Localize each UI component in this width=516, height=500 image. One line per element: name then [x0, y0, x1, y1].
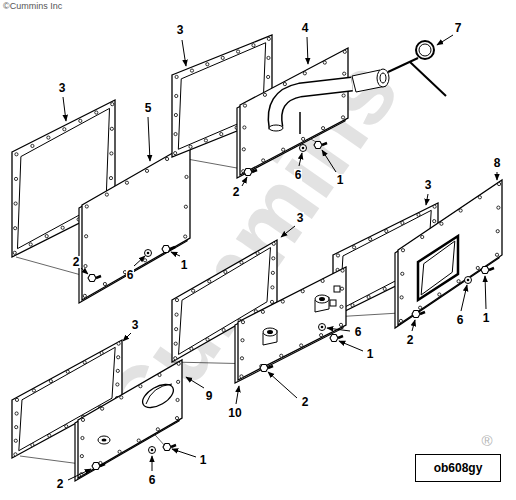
washer — [321, 326, 324, 329]
cover-plate — [79, 143, 190, 303]
callout-number: 3 — [424, 179, 433, 191]
bolt — [163, 444, 171, 451]
callout-number: 6 — [456, 314, 465, 326]
bolt — [170, 247, 175, 249]
washer — [319, 324, 326, 331]
leader-arrow — [134, 256, 145, 266]
bolt — [489, 268, 494, 270]
callout-number: 1 — [180, 259, 189, 271]
bolt — [252, 170, 257, 172]
leader-arrow — [63, 97, 66, 121]
callout-number: 2 — [56, 478, 65, 490]
callout-number: 6 — [126, 269, 135, 281]
bolt — [92, 463, 100, 470]
leader-arrow — [171, 252, 180, 256]
gasket — [12, 340, 122, 458]
bolt — [100, 464, 105, 466]
fitting — [98, 286, 340, 444]
leader-arrow — [322, 150, 336, 172]
leader-arrow — [236, 386, 239, 404]
callout-number: 1 — [336, 174, 345, 186]
callout-number: 6 — [294, 169, 303, 181]
bolt — [338, 336, 343, 338]
cover-plate — [237, 48, 348, 178]
bolt — [88, 275, 96, 282]
leader-arrow — [485, 276, 486, 309]
bolt — [420, 312, 425, 314]
leader-arrow — [281, 226, 295, 237]
callout-number: 2 — [72, 256, 81, 268]
callout-number: 3 — [176, 24, 185, 36]
washer — [147, 252, 150, 255]
registered-mark: ® — [480, 433, 493, 448]
leader-arrow — [81, 268, 88, 274]
bolt — [244, 169, 252, 176]
callout-number: 1 — [199, 454, 208, 466]
fill-pipe — [269, 41, 446, 134]
leader-arrow — [186, 377, 204, 388]
leader-arrow — [182, 40, 186, 66]
bolt — [330, 335, 338, 342]
leader-arrow — [152, 456, 153, 471]
washer — [300, 145, 307, 152]
plate-opening — [418, 236, 458, 300]
figure-id-box: ob608gy — [415, 454, 501, 482]
leader-arrow — [412, 320, 415, 331]
callout-number: 5 — [144, 102, 153, 114]
callout-number: 3 — [58, 82, 67, 94]
figure-id: ob608gy — [434, 461, 483, 475]
cover-plate — [235, 267, 346, 383]
washer — [302, 147, 305, 150]
washer — [151, 449, 154, 452]
leader-arrow — [307, 37, 308, 64]
callout-number: 2 — [301, 396, 310, 408]
leader-arrow — [172, 449, 196, 457]
leader-arrow — [339, 341, 363, 351]
leader-arrow — [148, 117, 150, 161]
callout-number: 6 — [148, 474, 157, 486]
callout-number: 10 — [227, 407, 242, 419]
bolt — [171, 445, 176, 447]
bolt — [162, 246, 170, 253]
washer — [145, 250, 152, 257]
bolt — [268, 366, 273, 368]
callout-number: 7 — [454, 22, 463, 34]
callout-number: 1 — [482, 312, 491, 324]
cover-plate — [395, 180, 502, 328]
leader-arrow — [327, 328, 350, 331]
bolt — [322, 143, 327, 145]
bolt — [96, 276, 101, 278]
callout-number: 2 — [406, 334, 415, 346]
cover-plate — [75, 360, 182, 481]
leader-arrow — [461, 285, 467, 311]
callout-number: 6 — [354, 326, 363, 338]
callout-number: 9 — [205, 390, 214, 402]
leader-arrow — [123, 333, 131, 341]
leader-arrow — [268, 372, 297, 398]
leader-arrow — [497, 172, 498, 180]
leader-arrow — [242, 177, 247, 186]
copyright-note: ©Cummins Inc — [3, 2, 62, 11]
washer — [467, 279, 470, 282]
callout-number: 4 — [301, 22, 310, 34]
callout-number: 2 — [232, 186, 241, 198]
bolt — [412, 311, 420, 318]
bolt — [314, 142, 322, 149]
washer — [465, 277, 472, 284]
callout-number: 3 — [296, 212, 305, 224]
bolt — [260, 365, 268, 372]
callout-number: 1 — [366, 348, 375, 360]
callout-number: 8 — [493, 157, 502, 169]
washer — [149, 447, 156, 454]
leader-arrow — [426, 194, 428, 205]
bolt — [481, 267, 489, 274]
leader-arrow — [68, 469, 91, 480]
callout-number: 3 — [131, 319, 140, 331]
plate-opening — [421, 241, 455, 295]
leader-arrow — [437, 35, 453, 45]
leader-arrow — [299, 153, 302, 166]
